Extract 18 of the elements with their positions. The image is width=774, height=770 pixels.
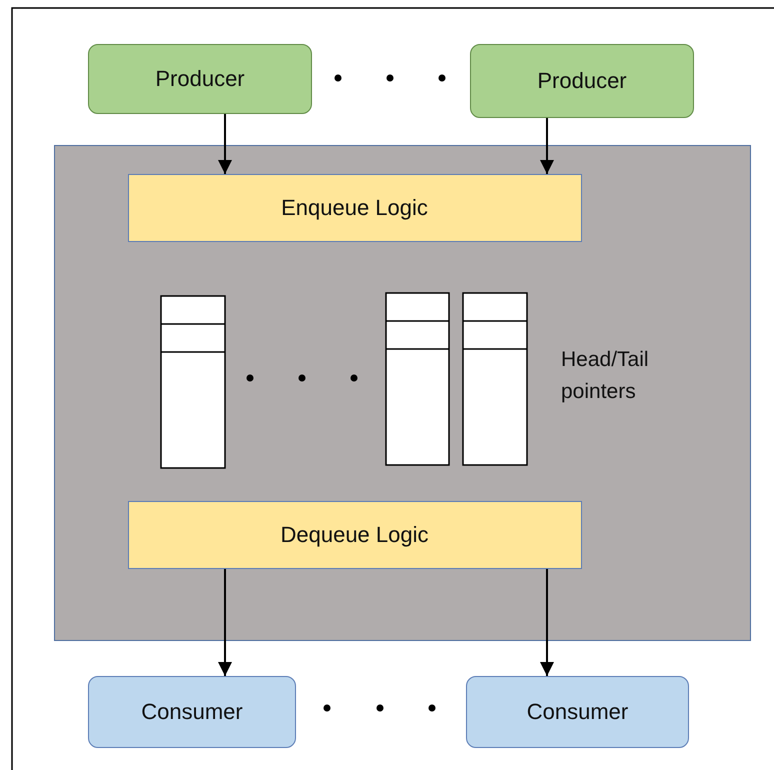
arrow [540, 118, 554, 174]
logic-box [128, 174, 582, 242]
producer-box [88, 44, 312, 114]
arrow [540, 569, 554, 676]
consumer-box [466, 676, 689, 748]
node-label: Producer [537, 68, 627, 94]
logic-box [128, 500, 582, 568]
producer-box [470, 44, 694, 118]
arrow [218, 569, 232, 676]
annotation-text: Head/Tail pointers [561, 347, 650, 405]
node-label: Enqueue Logic [281, 194, 428, 220]
node-label: Consumer [141, 699, 243, 725]
node-label: Producer [155, 66, 245, 92]
consumer-box [88, 676, 296, 748]
container-box [54, 145, 751, 641]
node-label: Consumer [526, 699, 628, 725]
node-label: Dequeue Logic [280, 522, 428, 548]
arrow [218, 114, 232, 174]
